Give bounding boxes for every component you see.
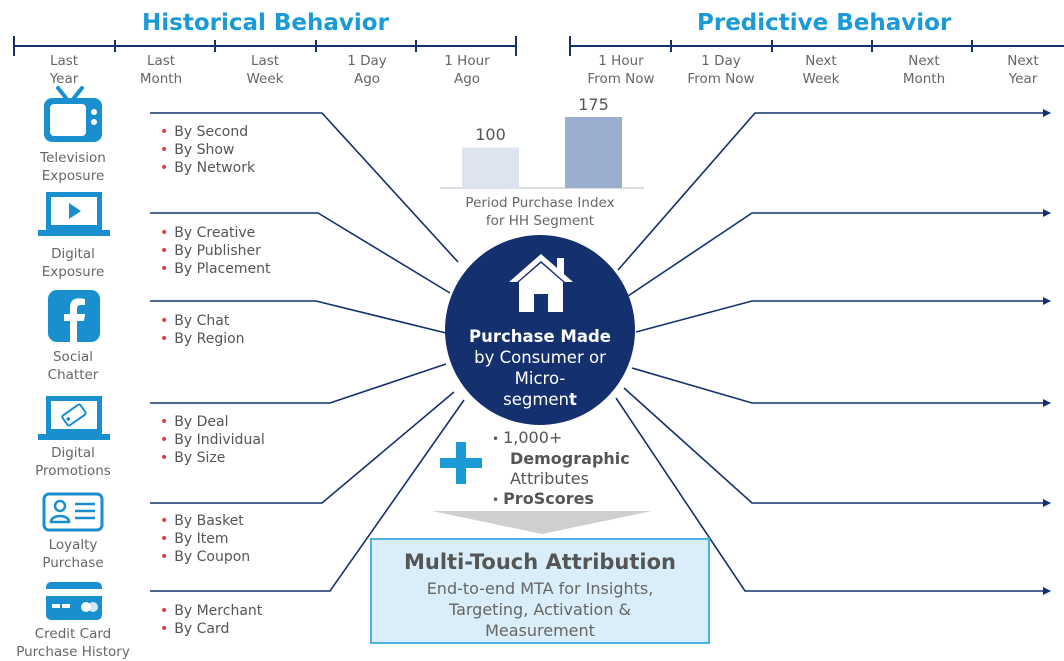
- predictive-behavior-title: Predictive Behavior: [697, 10, 952, 36]
- historical-timeline: [13, 36, 517, 56]
- loyalty-card-icon: [42, 492, 104, 532]
- left-connectors: [150, 112, 465, 592]
- list-item: •By Publisher: [160, 243, 261, 259]
- right-connectors: [615, 109, 1051, 595]
- list-item: •By Chat: [160, 313, 230, 329]
- credit-card-icon: [46, 582, 102, 620]
- list-item: •By Region: [160, 331, 245, 347]
- list-item: •By Placement: [160, 261, 271, 277]
- bullets-loyalty: •By Basket •By Item •By Coupon: [160, 512, 250, 566]
- historical-behavior-title: Historical Behavior: [142, 10, 389, 36]
- tv-icon: [44, 86, 102, 142]
- mta-description: End-to-end MTA for Insights,Targeting, A…: [426, 579, 654, 640]
- mta-title: Multi-Touch Attribution: [403, 550, 676, 574]
- purchase-circle: [445, 235, 635, 425]
- bullets-social: •By Chat •By Region: [160, 312, 245, 348]
- bullets-credit-card: •By Merchant •By Card: [160, 602, 262, 638]
- bullets-television: •By Second •By Show •By Network: [160, 123, 255, 177]
- laptop-play-icon: [38, 192, 110, 236]
- bullets-digital-promotions: •By Deal •By Individual •By Size: [160, 413, 265, 467]
- list-item: •By Coupon: [160, 549, 251, 565]
- mta-box: Multi-Touch Attribution End-to-end MTA f…: [370, 538, 710, 644]
- period-purchase-chart: [440, 117, 644, 189]
- list-item: •By Deal: [160, 414, 229, 430]
- house-icon: [509, 254, 573, 312]
- bar-value-label: 175: [578, 95, 609, 114]
- list-item: •ProScores: [492, 489, 594, 508]
- attributes-list: •1,000+ Demographic Attributes •ProScore…: [492, 428, 630, 508]
- bar-175: [565, 117, 622, 188]
- list-item: •By Basket: [160, 513, 244, 529]
- list-item: •1,000+: [492, 428, 563, 447]
- list-item: •By Individual: [160, 432, 265, 448]
- list-item: •By Card: [160, 621, 230, 637]
- list-item: •By Network: [160, 160, 256, 176]
- bullets-digital-exposure: •By Creative •By Publisher •By Placement: [160, 224, 270, 278]
- bar-value-label: 100: [475, 125, 506, 145]
- list-item: •By Second: [160, 124, 249, 140]
- facebook-icon: [48, 290, 100, 342]
- down-arrow-shape: [432, 511, 652, 534]
- plus-icon: [440, 442, 482, 484]
- predictive-timeline: [569, 36, 1064, 56]
- list-item: •By Show: [160, 142, 235, 158]
- list-item: •By Item: [160, 531, 229, 547]
- purchase-made-text: Purchase Made by Consumer or Micro- segm…: [469, 327, 611, 409]
- laptop-tag-icon: [38, 396, 110, 440]
- bar-100: [462, 147, 519, 188]
- list-item: •By Merchant: [160, 603, 263, 619]
- list-item: •By Creative: [160, 225, 256, 241]
- list-item: •By Size: [160, 450, 226, 466]
